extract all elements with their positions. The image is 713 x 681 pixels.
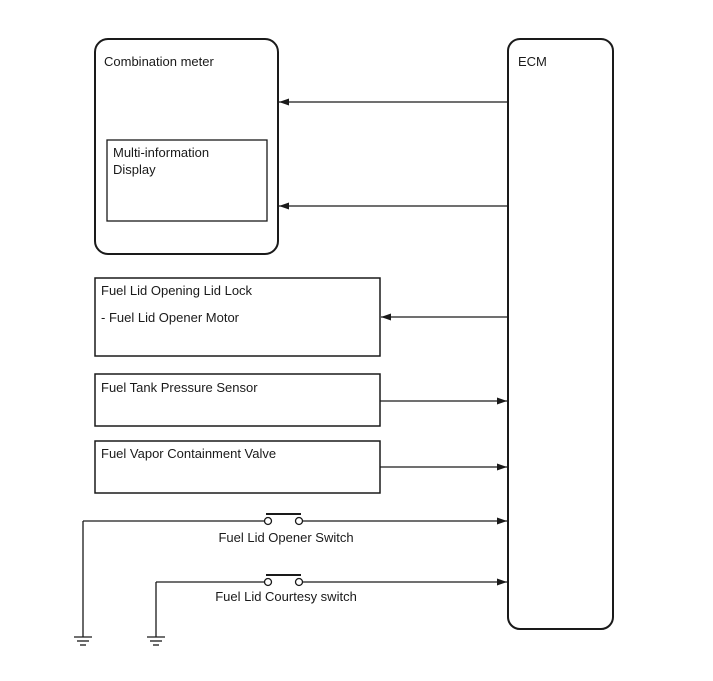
courtesy-switch-contact-left [263, 577, 273, 587]
ecm-label: ECM [518, 54, 547, 69]
opener-switch-label: Fuel Lid Opener Switch [218, 530, 354, 545]
multi-info-display-label-line1: Multi-information [113, 145, 210, 160]
combination-meter-block [94, 38, 279, 255]
pressure-sensor-label: Fuel Tank Pressure Sensor [101, 380, 258, 395]
combination-meter-label: Combination meter [104, 54, 214, 69]
multi-information-display-block [106, 139, 268, 222]
ecm-block [507, 38, 614, 630]
opener-switch-contact-right [294, 516, 304, 526]
opener-switch-contact-left [263, 516, 273, 526]
pressure-sensor-block [94, 373, 381, 427]
vapor-valve-label: Fuel Vapor Containment Valve [101, 446, 277, 461]
multi-info-display-label-line2: Display [113, 162, 156, 177]
ground-icon [74, 636, 92, 646]
courtesy-switch-label: Fuel Lid Courtesy switch [215, 589, 357, 604]
ground-icon [147, 636, 165, 646]
fuel-lid-lock-block [94, 277, 381, 357]
courtesy-switch-circuit [155, 574, 507, 637]
courtesy-switch-contact-right [294, 577, 304, 587]
opener-switch-circuit [82, 513, 507, 637]
fuel-lid-lock-label-line1: Fuel Lid Opening Lid Lock [101, 283, 253, 298]
fuel-lid-lock-label-line2: - Fuel Lid Opener Motor [101, 310, 240, 325]
